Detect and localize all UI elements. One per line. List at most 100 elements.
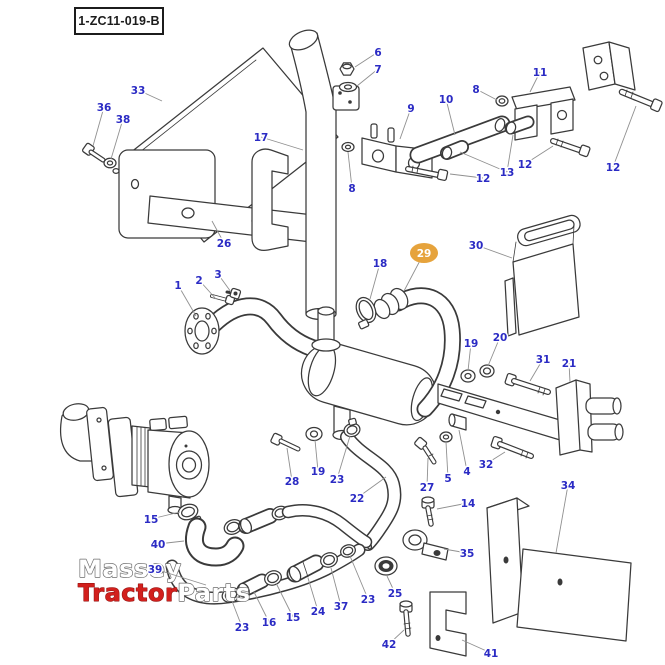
callout-number: 42 <box>382 639 397 651</box>
callout-41: 41 <box>461 639 500 661</box>
callout-number: 21 <box>562 358 577 370</box>
leader-line <box>443 548 468 554</box>
air-cleaner <box>59 403 210 515</box>
callout-12: 12 <box>449 171 492 186</box>
part-code-label: 1-ZC11-019-B <box>74 7 164 35</box>
callout-19: 19 <box>462 336 480 372</box>
callout-8: 8 <box>347 151 357 196</box>
callout-number: 8 <box>472 84 479 96</box>
callout-13: 13 <box>459 134 516 180</box>
callout-number: 8 <box>348 183 355 195</box>
callout-number: 22 <box>350 493 365 505</box>
leader-line <box>253 591 270 623</box>
bolt-42 <box>399 600 413 637</box>
bolt-12-lower <box>405 165 449 181</box>
leader-line <box>354 51 379 68</box>
leader-line <box>475 88 498 101</box>
callout-number: 18 <box>373 258 388 270</box>
leader-line <box>150 511 181 520</box>
clip-4 <box>448 413 467 431</box>
connector-24 <box>286 554 325 583</box>
callout-38: 38 <box>110 112 132 160</box>
callout-number: 36 <box>97 102 112 114</box>
callout-40: 40 <box>149 537 185 552</box>
bolt-32 <box>490 435 534 459</box>
watermark-massey: Massey <box>78 555 182 583</box>
callout-17: 17 <box>252 130 304 151</box>
callout-10: 10 <box>437 92 456 136</box>
callout-number: 33 <box>131 85 146 97</box>
leader-line <box>445 98 456 136</box>
callout-24: 24 <box>307 577 327 619</box>
callout-number: 37 <box>334 601 349 613</box>
callout-12: 12 <box>604 105 637 175</box>
leader-line <box>568 362 571 383</box>
callout-9: 9 <box>399 101 416 140</box>
callout-8: 8 <box>471 82 498 101</box>
callout-4: 4 <box>458 429 472 479</box>
leader-line <box>436 502 469 510</box>
leader-line <box>154 568 207 586</box>
callout-number: 38 <box>116 114 131 126</box>
leader-line <box>349 555 369 600</box>
callout-28: 28 <box>283 447 301 489</box>
callout-23: 23 <box>231 600 251 635</box>
nut-8-right <box>495 95 509 107</box>
bolt-3 <box>225 287 242 300</box>
callout-22: 22 <box>348 476 387 506</box>
callout-number: 23 <box>361 594 376 606</box>
leader-line <box>388 629 405 645</box>
callout-37: 37 <box>330 567 350 614</box>
callout-number: 2 <box>195 275 202 287</box>
leader-line <box>487 336 501 367</box>
callout-number: 41 <box>484 648 499 660</box>
leader-line <box>458 429 468 472</box>
u-bracket-41 <box>429 591 467 657</box>
washer-19-lower <box>305 426 323 442</box>
callout-number: 12 <box>606 162 621 174</box>
elbow-hose-40 <box>185 517 245 567</box>
callout-number: 10 <box>439 94 454 106</box>
bolt-14 <box>421 496 435 527</box>
callout-number: 11 <box>533 67 548 79</box>
leader-line <box>92 106 105 147</box>
callout-7: 7 <box>356 62 383 87</box>
callout-5: 5 <box>443 441 453 486</box>
callout-18: 18 <box>369 256 389 300</box>
leader-line <box>198 279 217 300</box>
callout-number: 12 <box>518 159 533 171</box>
callout-number: 5 <box>444 473 451 485</box>
leader-line <box>461 639 492 654</box>
leader-line <box>485 451 506 465</box>
muffler <box>300 306 438 441</box>
bolt-12-top-right <box>618 88 663 113</box>
leader-line <box>286 447 293 482</box>
callout-2: 2 <box>194 273 217 300</box>
callout-25: 25 <box>386 575 404 601</box>
leader-line <box>612 105 637 168</box>
bracket-21 <box>555 379 624 456</box>
callout-23: 23 <box>328 435 351 487</box>
support-arm <box>437 383 561 441</box>
watermark-logo: Massey TractorParts <box>77 554 250 607</box>
callout-31: 31 <box>529 352 552 382</box>
grommet-25 <box>374 556 398 576</box>
callout-21: 21 <box>560 356 578 383</box>
nut-6 <box>339 62 355 76</box>
leader-line <box>449 173 484 179</box>
callout-26: 26 <box>211 220 233 251</box>
callout-number: 15 <box>286 612 301 624</box>
leader-line <box>314 439 319 472</box>
clamp-18 <box>355 296 377 330</box>
bolt-28 <box>270 432 301 452</box>
clamp-37 <box>320 552 338 568</box>
pipe-hanger-bracket <box>251 148 289 252</box>
callout-15: 15 <box>142 511 181 527</box>
callout-number: 26 <box>217 238 232 250</box>
leader-line <box>529 71 541 93</box>
leader-line <box>445 441 449 479</box>
leader-line <box>211 220 225 244</box>
bolt-12-right <box>550 138 591 158</box>
callout-39: 39 <box>146 562 207 586</box>
